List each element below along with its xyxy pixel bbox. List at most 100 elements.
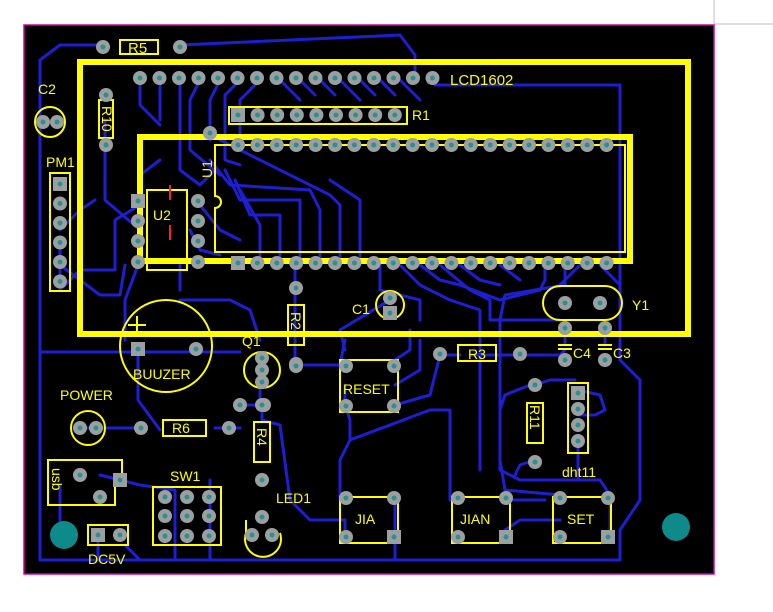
label-r6: R6 <box>172 420 190 436</box>
pad-hole <box>184 513 190 519</box>
pad-hole <box>507 260 513 266</box>
pad-hole <box>575 422 581 428</box>
pad-hole <box>57 279 63 284</box>
pad-hole <box>391 363 397 369</box>
pad-hole <box>332 260 338 266</box>
pad-hole <box>206 533 212 539</box>
label-buzzer: BUUZER <box>133 366 191 382</box>
pad-hole <box>343 495 349 501</box>
dc5v-outline <box>87 524 129 546</box>
pad-hole <box>57 259 63 265</box>
lcd1602-outline <box>77 59 691 337</box>
pad-hole <box>503 495 509 501</box>
pad-hole <box>57 181 63 187</box>
pad-hole <box>77 472 83 478</box>
pad-hole <box>100 44 106 50</box>
pad-hole <box>162 513 168 519</box>
component-pads <box>36 40 615 544</box>
pad-hole <box>254 142 260 148</box>
pad-hole <box>545 142 551 148</box>
pad-hole <box>351 142 357 148</box>
mounting-hole <box>662 513 690 541</box>
pad-hole <box>343 534 349 540</box>
pad-hole <box>387 310 393 316</box>
pad-hole <box>343 363 349 369</box>
u1-body <box>214 144 626 253</box>
dht11-outline <box>567 382 589 454</box>
pad-hole <box>196 75 201 81</box>
pad-hole <box>135 198 141 204</box>
pad-hole <box>195 238 201 244</box>
pad-hole <box>57 220 63 226</box>
pad-hole <box>135 238 141 244</box>
mounting-hole <box>50 521 78 549</box>
label-reset: RESET <box>343 381 390 397</box>
pad-hole <box>437 351 443 357</box>
r1-outline <box>228 106 408 125</box>
pad-hole <box>195 198 201 204</box>
pad-hole <box>604 260 610 266</box>
label-r4: R4 <box>254 428 270 446</box>
pad-hole <box>57 201 63 206</box>
pad-hole <box>333 112 339 118</box>
pad-hole <box>135 218 141 224</box>
label-set: SET <box>567 511 595 527</box>
pad-hole <box>184 533 190 539</box>
pad-hole <box>387 295 393 301</box>
label-r2: R2 <box>288 312 304 330</box>
r4-outline <box>253 421 271 463</box>
pad-hole <box>293 142 299 148</box>
pad-hole <box>138 425 144 431</box>
pad-hole <box>604 142 610 148</box>
pad-hole <box>526 260 532 266</box>
label-lcd1602: LCD1602 <box>450 72 513 89</box>
pad-hole <box>235 112 241 118</box>
pad-hole <box>206 494 212 500</box>
label-power: POWER <box>60 387 113 403</box>
pad-hole <box>372 112 378 118</box>
pad-hole <box>455 495 461 501</box>
pad-hole <box>207 130 213 136</box>
label-dc5v: DC5V <box>88 551 126 567</box>
pad-hole <box>410 142 416 148</box>
pad-hole <box>294 112 300 118</box>
pad-hole <box>235 142 241 148</box>
pad-hole <box>584 142 590 148</box>
y1-outline <box>542 285 623 321</box>
pad-hole <box>429 260 435 266</box>
pad-hole <box>259 477 265 483</box>
pad-hole <box>235 75 240 81</box>
pad-hole <box>137 75 143 81</box>
pad-hole <box>117 477 123 483</box>
pad-hole <box>259 367 265 373</box>
pad-hole <box>468 142 474 148</box>
label-c4: C4 <box>573 345 591 361</box>
r2-outline <box>287 304 305 346</box>
pad-hole <box>195 218 201 224</box>
pad-hole <box>455 534 461 540</box>
u2-outline <box>146 189 188 271</box>
label-c1: C1 <box>352 301 370 317</box>
pad-hole <box>562 325 568 331</box>
pad-hole <box>259 514 265 520</box>
pad-hole <box>562 300 568 306</box>
label-r5: R5 <box>128 40 147 57</box>
pad-hole <box>293 75 299 81</box>
pad-hole <box>517 351 523 357</box>
pad-hole <box>274 142 280 148</box>
pad-hole <box>562 357 568 363</box>
r5-outline <box>119 39 159 55</box>
sw1-outline <box>152 486 222 546</box>
pad-hole <box>605 495 611 501</box>
pad-hole <box>532 459 538 465</box>
label-sw1: SW1 <box>170 468 201 484</box>
pad-hole <box>93 425 99 431</box>
pad-hole <box>103 92 109 98</box>
label-c2: C2 <box>38 81 56 97</box>
pad-hole <box>313 112 319 118</box>
r11-outline <box>526 402 544 444</box>
pad-hole <box>597 300 603 306</box>
pad-hole <box>351 260 357 266</box>
silkscreen-labels: R5 LCD1602 R1 C2 R10 U1 PM1 U2 C1 R2 Y1 … <box>38 40 649 567</box>
